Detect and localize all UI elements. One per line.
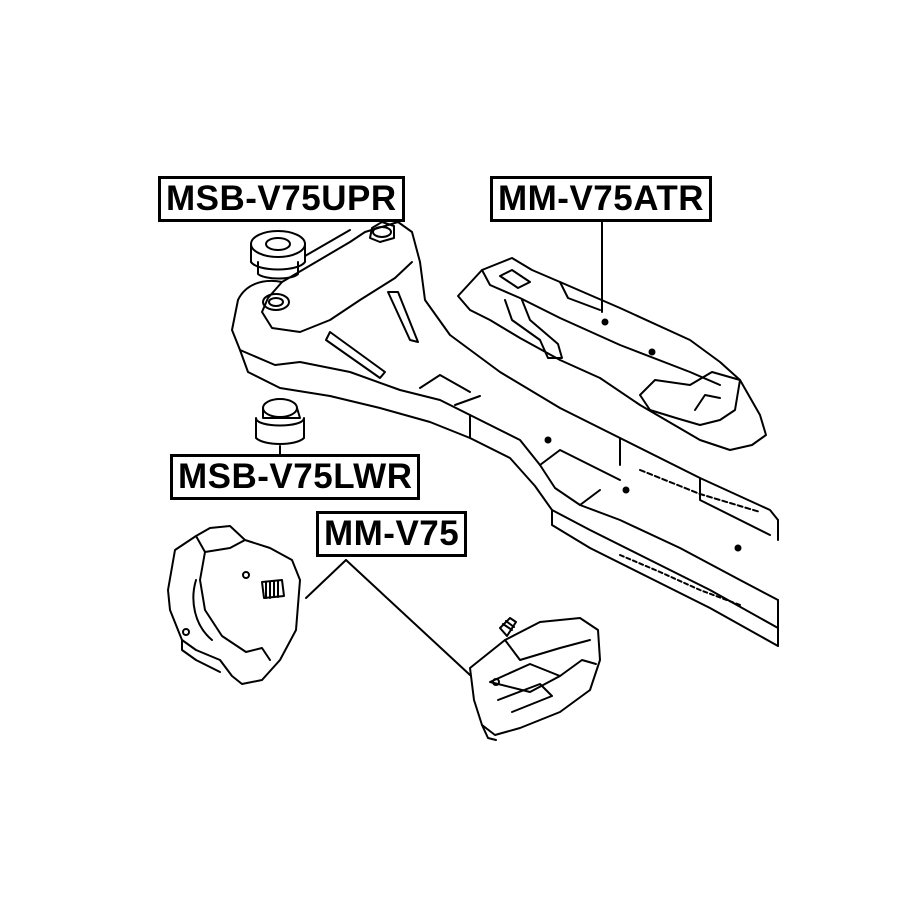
- label-msb-v75lwr: MSB-V75LWR: [170, 454, 421, 500]
- label-mm-v75: MM-V75: [316, 511, 468, 557]
- left-engine-mount-drawing: [167, 525, 301, 685]
- right-engine-mount-drawing: [469, 617, 601, 741]
- leader-engine-mount-right: [345, 559, 471, 676]
- lower-bushing-drawing: [255, 398, 305, 445]
- leader-upper-bushing: [304, 229, 351, 257]
- label-msb-v75upr: MSB-V75UPR: [158, 176, 405, 222]
- leader-engine-mount-left: [305, 559, 347, 599]
- transmission-mount-drawing: [457, 257, 767, 451]
- upper-bushing-drawing: [250, 230, 306, 280]
- label-mm-v75atr: MM-V75ATR: [490, 176, 713, 222]
- front-crossmember: [231, 221, 779, 647]
